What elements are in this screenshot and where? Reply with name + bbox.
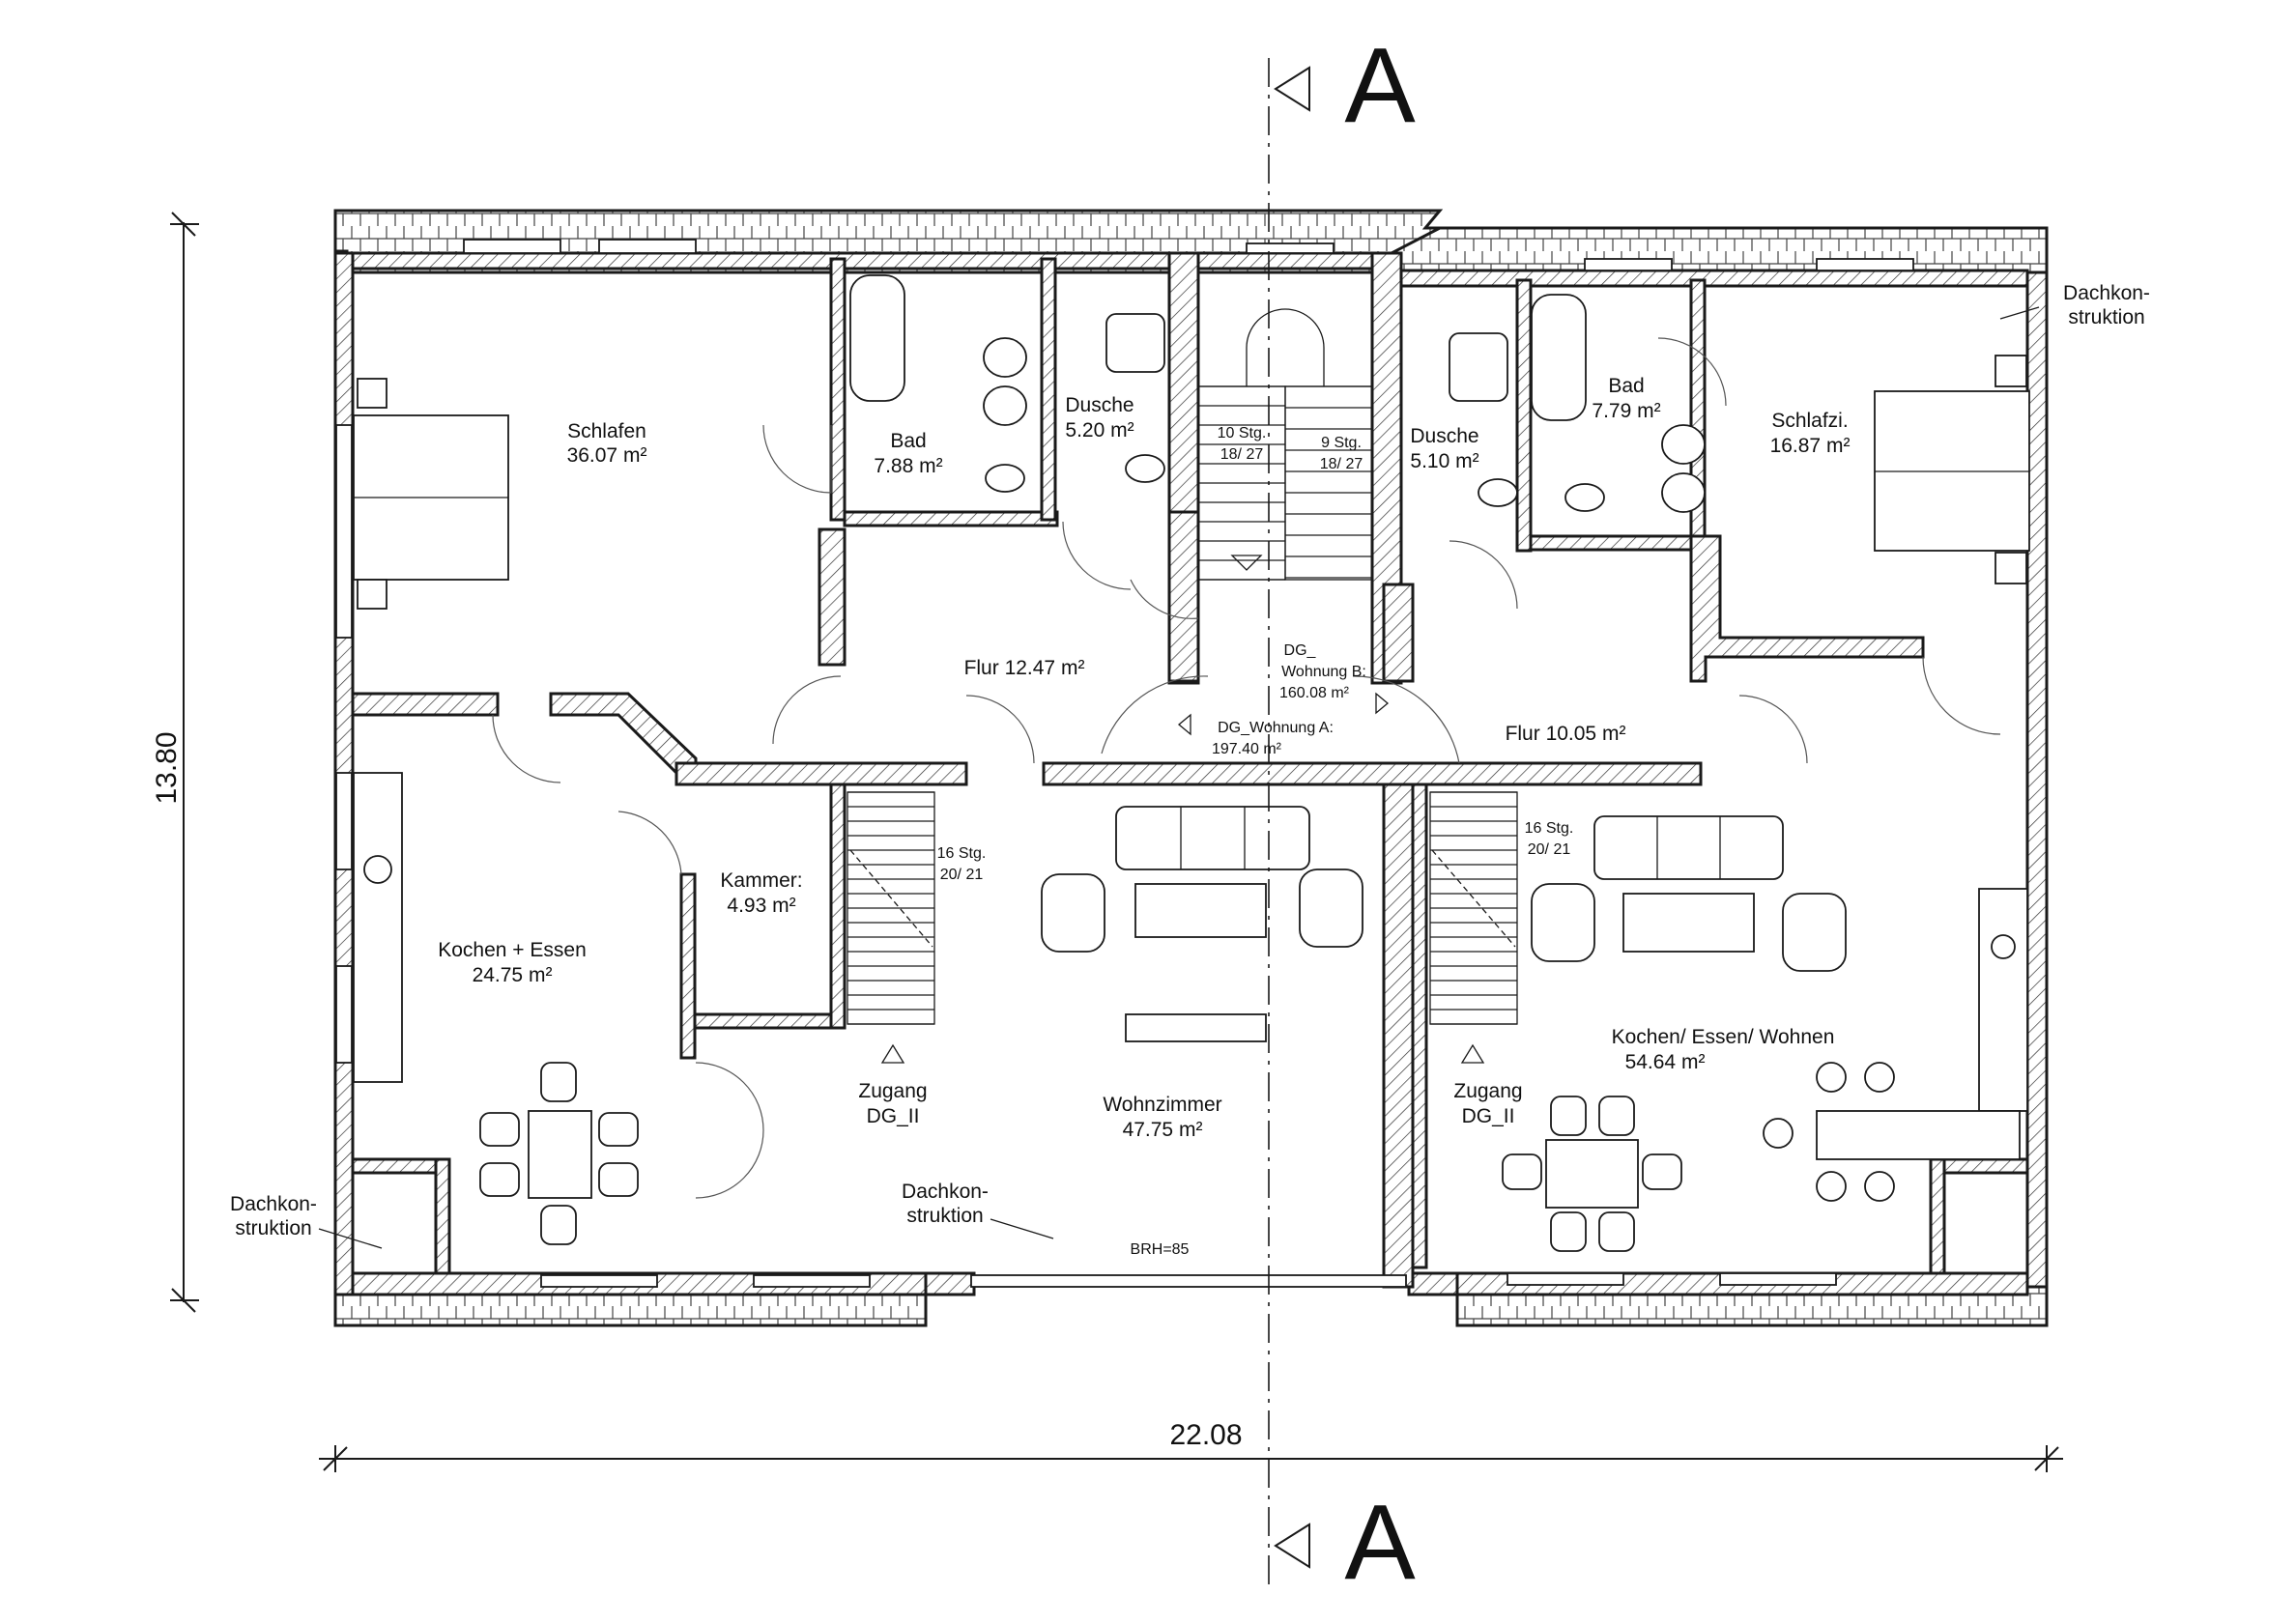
- stair-main-left-ratio: 18/ 27: [1220, 446, 1264, 463]
- unit-b-line2: Wohnung B:: [1281, 664, 1366, 680]
- room-bad-a-name: Bad: [890, 430, 926, 452]
- room-schlafzi-name: Schlafzi.: [1771, 410, 1848, 432]
- door-swings: [492, 337, 2001, 1199]
- dimension-height: 13.80: [151, 731, 183, 804]
- zugang-a-line2: DG_II: [867, 1105, 920, 1127]
- room-kochen-essen-area: 24.75 m²: [473, 964, 553, 986]
- room-schlafzi-area: 16.87 m²: [1770, 435, 1851, 457]
- room-dusche-b-area: 5.10 m²: [1410, 450, 1478, 472]
- furniture: [353, 274, 2030, 1252]
- dimension-lines: [170, 212, 2063, 1472]
- room-dusche-b-name: Dusche: [1410, 425, 1478, 447]
- unit-labels: DG_Wohnung A: 197.40 m² DG_ Wohnung B: 1…: [1177, 642, 1390, 757]
- room-kochen-essen-name: Kochen + Essen: [438, 939, 587, 961]
- stair-main-left-steps: 10 Stg.: [1218, 425, 1267, 441]
- stair-b-steps: 16 Stg.: [1525, 820, 1574, 837]
- room-bad-b-name: Bad: [1608, 375, 1644, 397]
- dach-bottom-left-line1: Dachkon-: [230, 1193, 317, 1215]
- unit-b-line3: 160.08 m²: [1279, 685, 1350, 701]
- unit-b-line1: DG_: [1284, 642, 1317, 659]
- section-label-bottom: A: [1344, 1483, 1416, 1602]
- room-kochen-essen-wohnen-name: Kochen/ Essen/ Wohnen: [1612, 1026, 1835, 1048]
- room-dusche-a-area: 5.20 m²: [1065, 419, 1134, 441]
- stairs: [847, 308, 1518, 1025]
- dach-top-right-line2: struktion: [2068, 306, 2144, 328]
- room-schlafen-area: 36.07 m²: [567, 444, 647, 467]
- zugang-b-line1: Zugang: [1453, 1080, 1522, 1102]
- stair-main-right-ratio: 18/ 27: [1320, 456, 1363, 472]
- dimension-width: 22.08: [1169, 1419, 1242, 1451]
- unit-a-line1: DG_Wohnung A:: [1218, 720, 1334, 736]
- section-label-top: A: [1344, 26, 1416, 145]
- dach-top-right-line1: Dachkon-: [2063, 282, 2150, 304]
- brh-label: BRH=85: [1131, 1241, 1190, 1258]
- room-dusche-a-name: Dusche: [1065, 394, 1134, 416]
- unit-a-line2: 197.40 m²: [1212, 741, 1282, 757]
- stair-b-ratio: 20/ 21: [1528, 841, 1571, 858]
- dach-bottom-mid-line2: struktion: [906, 1205, 983, 1227]
- dach-bottom-mid-line1: Dachkon-: [902, 1181, 989, 1203]
- room-bad-a-area: 7.88 m²: [874, 455, 942, 477]
- room-kochen-essen-wohnen-area: 54.64 m²: [1625, 1051, 1706, 1073]
- room-wohnzimmer-name: Wohnzimmer: [1103, 1094, 1221, 1116]
- zugang-b-line2: DG_II: [1462, 1105, 1515, 1127]
- room-flur-a: Flur 12.47 m²: [964, 657, 1085, 679]
- room-schlafen-name: Schlafen: [567, 420, 646, 442]
- stair-labels: 10 Stg. 18/ 27 9 Stg. 18/ 27 16 Stg. 20/…: [937, 425, 1574, 883]
- room-labels: Schlafen 36.07 m² Bad 7.88 m² Dusche 5.2…: [438, 375, 1850, 1141]
- annotations: Dachkon- struktion Dachkon- struktion Da…: [230, 282, 2150, 1258]
- room-kammer-name: Kammer:: [720, 869, 802, 892]
- windows: [335, 239, 1914, 1288]
- room-bad-b-area: 7.79 m²: [1592, 400, 1660, 422]
- zugang-a-line1: Zugang: [858, 1080, 927, 1102]
- stair-main-right-steps: 9 Stg.: [1321, 435, 1362, 451]
- stair-a-ratio: 20/ 21: [940, 867, 984, 883]
- stair-a-steps: 16 Stg.: [937, 845, 987, 862]
- room-wohnzimmer-area: 47.75 m²: [1123, 1119, 1203, 1141]
- room-flur-b: Flur 10.05 m²: [1506, 723, 1626, 745]
- section-line: [1268, 58, 1310, 1584]
- access-labels: Zugang DG_II Zugang DG_II: [858, 1043, 1523, 1127]
- dach-bottom-left-line2: struktion: [235, 1217, 311, 1239]
- room-kammer-area: 4.93 m²: [727, 895, 795, 917]
- interior-walls: [351, 251, 2029, 1289]
